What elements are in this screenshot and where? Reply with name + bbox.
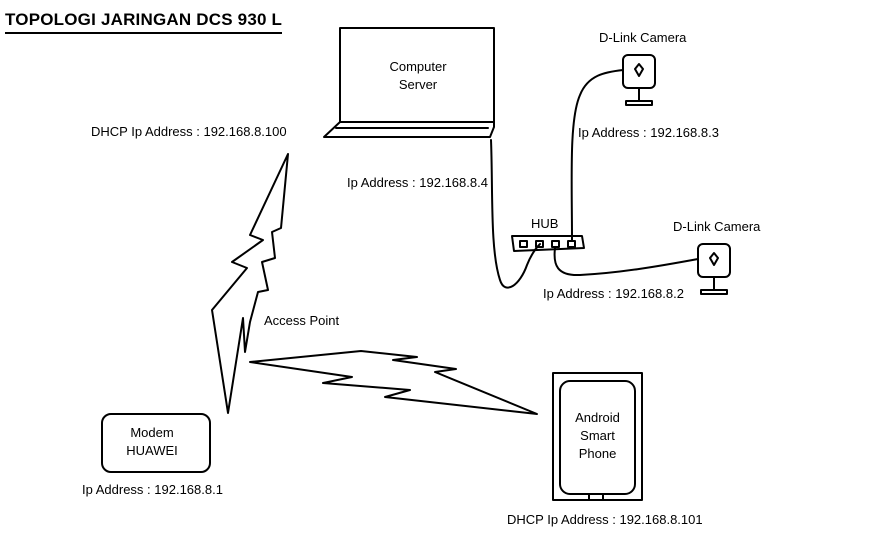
hub-device	[511, 235, 585, 252]
server-label-line1: Computer	[389, 59, 447, 74]
phone-label-line2: Smart	[580, 428, 615, 443]
camera-top-lens	[634, 63, 644, 77]
hub-port-1	[519, 240, 528, 248]
camera-top-cable	[570, 69, 624, 241]
access-point-label: Access Point	[264, 313, 340, 328]
modem-device	[101, 413, 211, 473]
phone-button	[588, 493, 604, 501]
laptop-screen	[339, 27, 495, 123]
phone-ip: DHCP Ip Address : 192.168.8.101	[507, 512, 703, 527]
modem-ip: Ip Address : 192.168.8.1	[82, 482, 223, 497]
camera-right-body	[697, 243, 731, 278]
camera-top-body	[622, 54, 656, 89]
server-cable	[490, 139, 541, 289]
modem-label-line1: Modem	[130, 425, 174, 440]
hub-label: HUB	[531, 216, 559, 231]
camera-right-base	[700, 289, 728, 295]
server-ip: Ip Address : 192.168.8.4	[347, 175, 488, 190]
wireless-signal-ap-phone	[249, 350, 538, 415]
server-label-line2: Server	[398, 77, 438, 92]
camera-right-label: D-Link Camera	[673, 219, 761, 234]
camera-right-ip: Ip Address : 192.168.8.2	[543, 286, 684, 301]
camera-right-cable	[553, 247, 699, 277]
camera-top-ip: Ip Address : 192.168.8.3	[578, 125, 719, 140]
camera-top-label: D-Link Camera	[599, 30, 687, 45]
camera-top-base	[625, 100, 653, 106]
laptop-keyboard	[323, 121, 495, 138]
hub-port-2	[535, 240, 544, 248]
hub-port-4	[567, 240, 576, 248]
diagram-title: TOPOLOGI JARINGAN DCS 930 L	[5, 10, 283, 34]
phone-label-line3: Phone	[578, 446, 617, 461]
wireless-signal-ap-modem	[211, 153, 289, 414]
access-point-dhcp-ip: DHCP Ip Address : 192.168.8.100	[91, 124, 287, 139]
camera-right-lens	[709, 252, 719, 266]
hub-port-3	[551, 240, 560, 248]
modem-label-line2: HUAWEI	[126, 443, 178, 458]
phone-label-line1: Android	[575, 410, 620, 425]
